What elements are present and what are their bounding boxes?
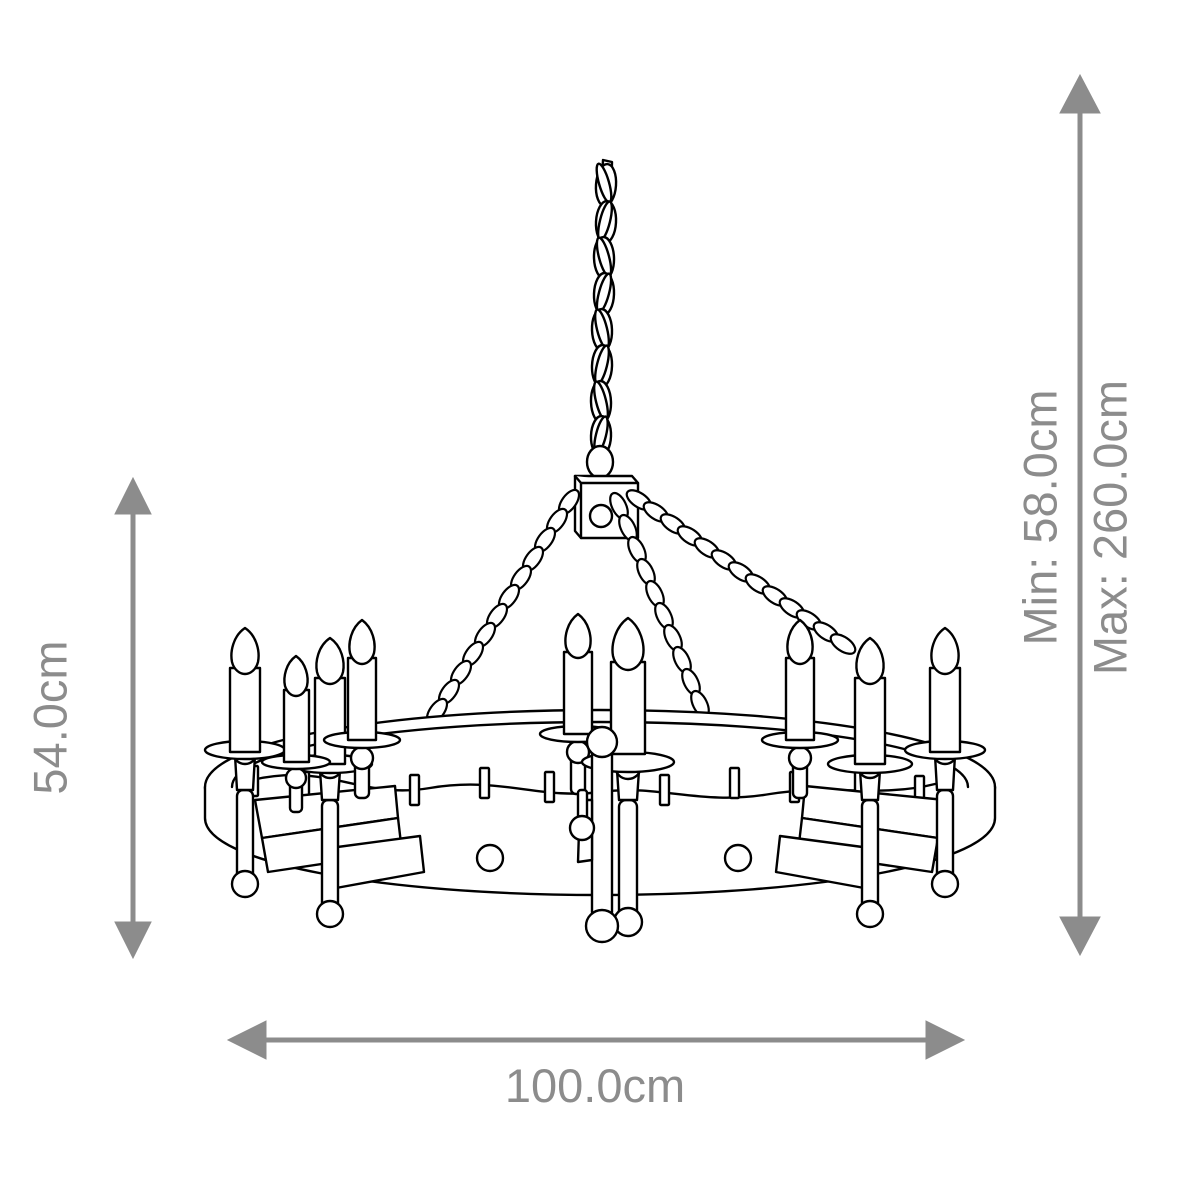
- center-hanging-ball: [568, 788, 596, 842]
- candle-arm-7: [826, 636, 914, 929]
- candle-arm-6: [760, 618, 840, 800]
- height-dimension-label: 54.0cm: [23, 640, 77, 795]
- suspension-chain: [585, 158, 618, 480]
- drop-min-dimension-label: Min: 58.0cm: [1013, 389, 1067, 646]
- drop-max-dimension-label: Max: 260.0cm: [1083, 379, 1137, 676]
- support-chain-right: [625, 489, 857, 655]
- candle-arm-1: [203, 626, 287, 899]
- width-dimension-label: 100.0cm: [504, 1059, 686, 1112]
- candle-arm-3: [322, 618, 402, 800]
- candle-arm-8: [903, 626, 987, 899]
- candle-arm-9: [260, 654, 332, 814]
